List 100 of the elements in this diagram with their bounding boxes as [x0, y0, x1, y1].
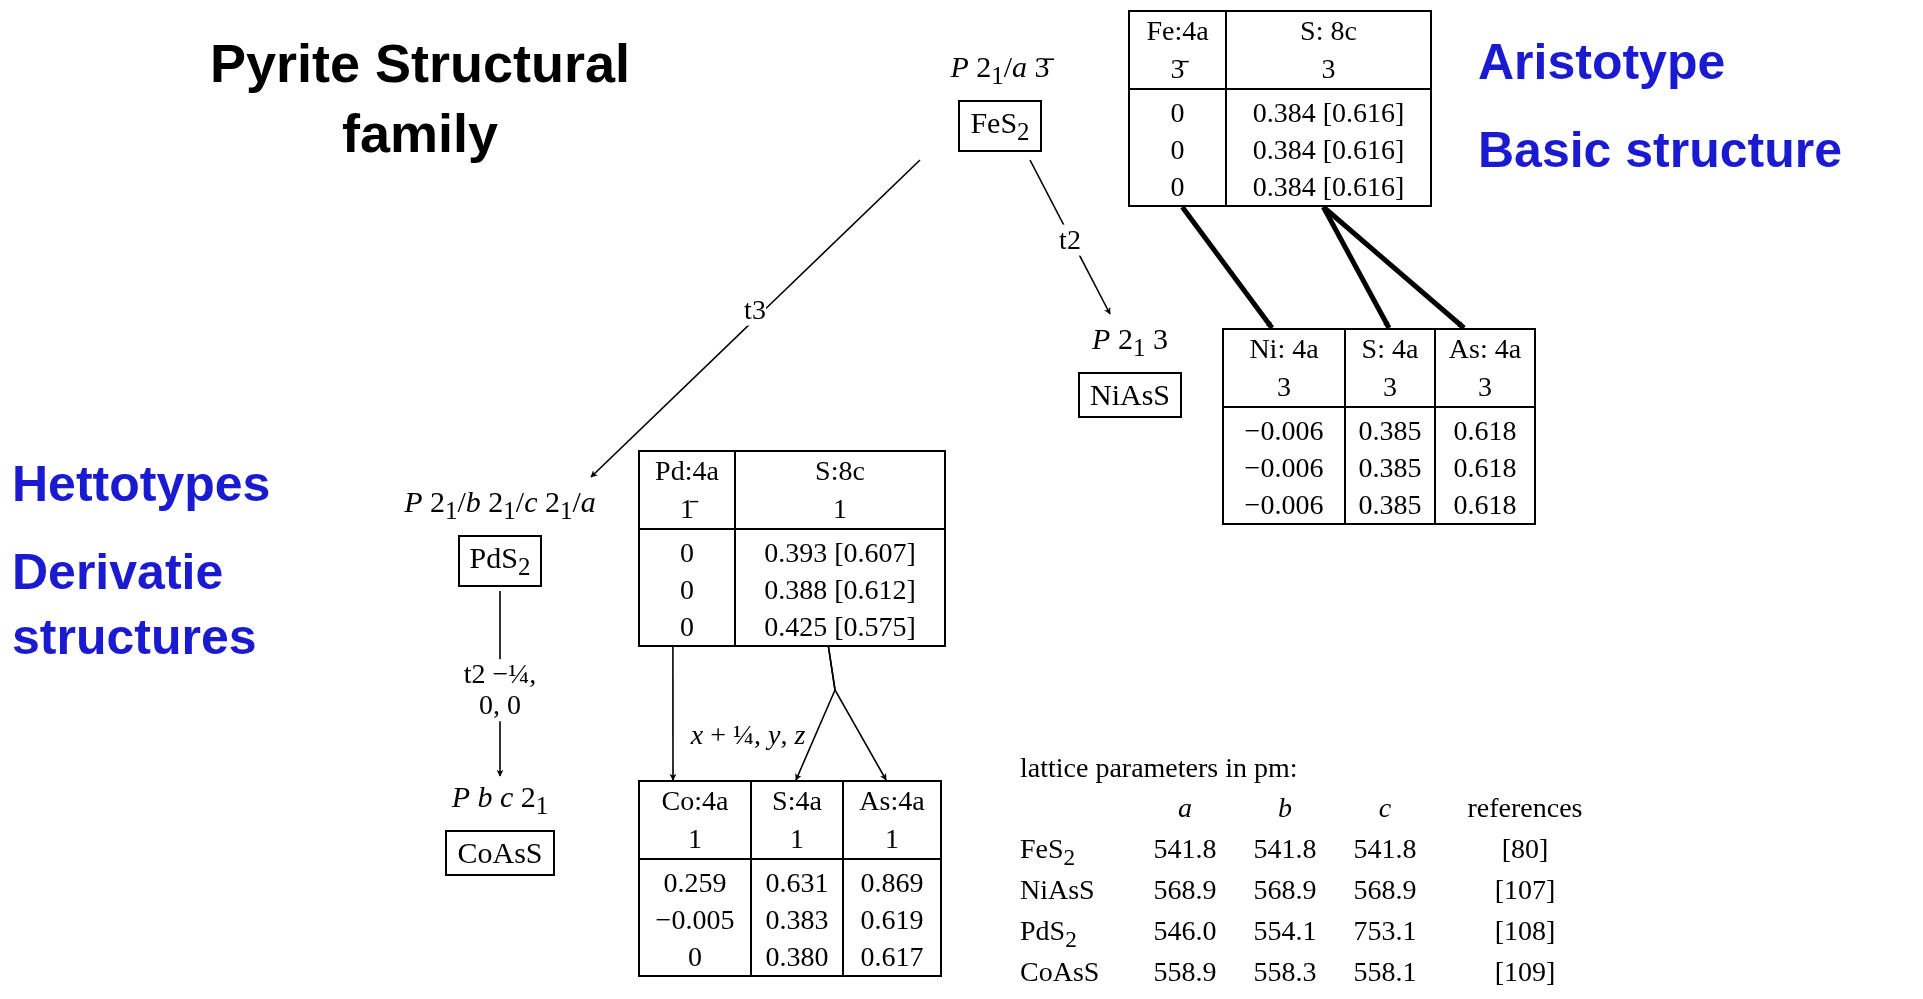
table-column — [1344, 330, 1434, 523]
site-label: S: 8c — [1299, 14, 1358, 48]
lattice-value: 541.8 — [1352, 833, 1418, 865]
diagram-title: Pyrite Structural family — [208, 32, 632, 166]
site-symmetry: 3 — [1436, 368, 1534, 408]
site-label: S:4a — [771, 784, 823, 818]
coordinate-value: 0.618 — [1452, 414, 1518, 448]
coordinate-value: 0.619 — [859, 903, 925, 937]
reference-number: [108] — [1493, 915, 1557, 947]
table-column — [1434, 330, 1534, 523]
lattice-value: 558.3 — [1252, 956, 1318, 988]
site-symmetry: 1̄ — [640, 490, 734, 530]
space-group-symbol: P b c 2$_{1}$ — [451, 780, 549, 820]
compound-name: NiAsS — [1020, 874, 1095, 906]
site-label: S:8c — [814, 454, 866, 488]
coordinate-value: 0 — [1169, 96, 1186, 130]
coordinate-value: 0.618 — [1452, 451, 1518, 485]
structure-type-label: Hettotypes — [12, 455, 271, 514]
structure-box: NiAsS — [1078, 372, 1182, 418]
site-label: Co:4a — [660, 784, 730, 818]
coordinate-value: 0.393 [0.607] — [763, 536, 917, 570]
compound-name: PdS$_{2}$ — [1020, 915, 1077, 953]
coordinate-value: 0 — [687, 940, 703, 974]
structure-box: CoAsS — [445, 830, 555, 876]
coordinate-value: −0.006 — [1243, 451, 1325, 485]
coordinate-table — [1222, 328, 1536, 525]
coordinate-value: 0.425 [0.575] — [763, 610, 917, 644]
coordinate-value: 0.385 — [1357, 488, 1423, 522]
column-header: c — [1377, 792, 1393, 824]
structure-type-label: Derivatie structures — [12, 543, 258, 667]
coordinate-value: −0.006 — [1243, 488, 1325, 522]
site-symmetry: 3 — [1224, 368, 1344, 408]
site-symmetry: 3 — [1227, 50, 1430, 90]
coordinate-value: 0.380 — [764, 940, 830, 974]
structure-type-label: Basic structure — [1478, 121, 1843, 180]
arrow — [1180, 205, 1274, 330]
coordinate-table — [638, 450, 946, 647]
structure-box: FeS$_{2}$ — [958, 100, 1042, 152]
arrow — [827, 646, 887, 781]
table-heading: lattice parameters in pm: — [1020, 752, 1298, 784]
coordinate-value: 0 — [679, 536, 695, 570]
coordinate-table — [638, 780, 942, 977]
table-column — [1225, 12, 1430, 205]
lattice-value: 568.9 — [1252, 874, 1318, 906]
table-column — [842, 782, 940, 975]
lattice-value: 546.0 — [1152, 915, 1218, 947]
coordinate-value: 0.617 — [859, 940, 925, 974]
column-header: references — [1466, 792, 1584, 824]
coordinate-value: 0.259 — [662, 866, 728, 900]
space-group-symbol: P 2$_{1}$ 3 — [1092, 322, 1168, 362]
table-column — [734, 452, 944, 645]
lattice-value: 753.1 — [1352, 915, 1418, 947]
reference-number: [109] — [1493, 956, 1557, 988]
coordinate-value: 0.388 [0.612] — [763, 573, 917, 607]
arrow — [590, 159, 921, 478]
site-symmetry: 1 — [640, 820, 750, 860]
lattice-value: 558.1 — [1352, 956, 1418, 988]
arrow — [1321, 205, 1392, 330]
lattice-value: 568.9 — [1352, 874, 1418, 906]
coordinate-value: 0.384 [0.616] — [1251, 133, 1406, 167]
arrow — [1321, 205, 1466, 330]
coordinate-value: −0.006 — [1243, 414, 1325, 448]
lattice-value: 554.1 — [1252, 915, 1318, 947]
space-group-symbol: P 2$_{1}$/b 2$_{1}$/c 2$_{1}$/a — [404, 485, 596, 525]
coordinate-value: 0.631 — [764, 866, 830, 900]
reference-number: [80] — [1500, 833, 1550, 865]
coordinate-value: 0 — [1169, 133, 1186, 167]
site-label: Fe:4a — [1145, 14, 1210, 48]
coordinate-table — [1128, 10, 1432, 207]
lattice-value: 541.8 — [1152, 833, 1218, 865]
reference-number: [107] — [1493, 874, 1557, 906]
site-label: S: 4a — [1360, 332, 1420, 366]
site-label: Ni: 4a — [1248, 332, 1320, 366]
coordinate-value: −0.005 — [654, 903, 736, 937]
site-label: As: 4a — [1447, 332, 1523, 366]
column-header: a — [1177, 792, 1193, 824]
lattice-value: 568.9 — [1152, 874, 1218, 906]
site-label: As:4a — [858, 784, 926, 818]
coordinate-value: 0.869 — [859, 866, 925, 900]
coordinate-value: 0.385 — [1357, 414, 1423, 448]
structure-box: PdS$_{2}$ — [457, 535, 543, 587]
coordinate-value: 0.384 [0.616] — [1251, 170, 1406, 204]
coordinate-value: 0.384 [0.616] — [1251, 96, 1406, 130]
coordinate-value: 0.385 — [1357, 451, 1423, 485]
coordinate-value: 0 — [1169, 170, 1186, 204]
site-label: Pd:4a — [654, 454, 720, 488]
site-symmetry: 3 — [1346, 368, 1434, 408]
coordinate-value: 0.383 — [764, 903, 830, 937]
lattice-value: 541.8 — [1252, 833, 1318, 865]
edge-label: t2 — [1059, 224, 1081, 256]
table-column — [750, 782, 842, 975]
site-symmetry: 3̄ — [1130, 50, 1225, 90]
site-symmetry: 1 — [736, 490, 944, 530]
column-header: b — [1277, 792, 1293, 824]
structure-type-label: Aristotype — [1478, 33, 1726, 92]
coordinate-value: 0.618 — [1452, 488, 1518, 522]
coordinate-value: 0 — [679, 610, 695, 644]
site-symmetry: 1 — [844, 820, 940, 860]
arrow — [669, 646, 677, 781]
site-symmetry: 1 — [752, 820, 842, 860]
